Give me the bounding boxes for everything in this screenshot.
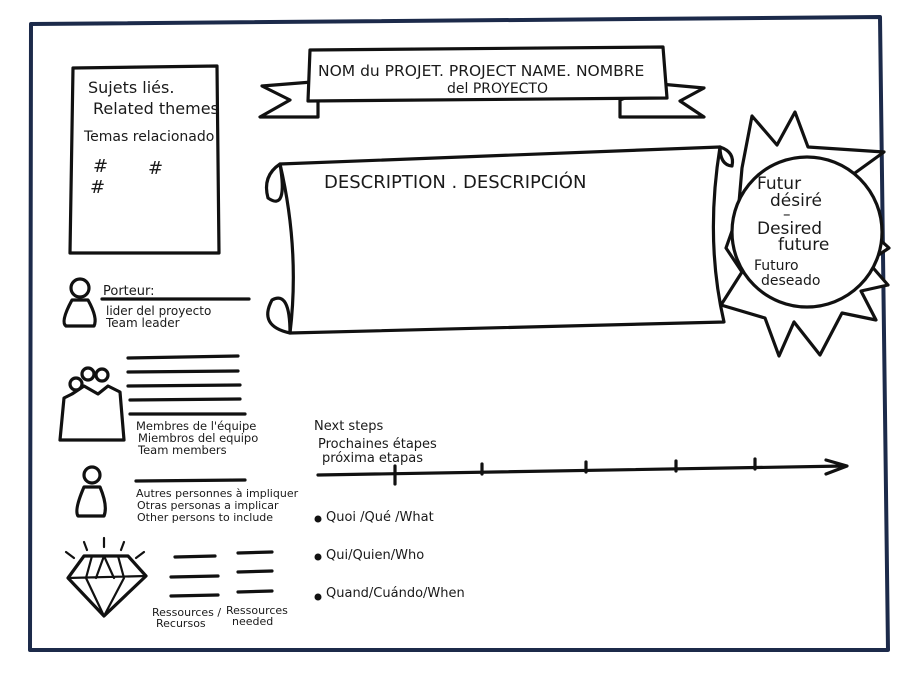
others-label-es: Otras personas a implicar — [137, 499, 279, 512]
topics-line-es: Temas relacionado — [83, 129, 214, 145]
sun-text-1: Futur — [757, 174, 801, 194]
bullet-icon — [314, 593, 322, 601]
step-who-label: Qui/Quien/Who — [326, 548, 424, 563]
bullet-icon — [314, 553, 322, 561]
leader-sub-es: lider del proyecto — [106, 304, 211, 318]
project-name-banner: NOM du PROJET. PROJECT NAME. NOMBRE del … — [258, 45, 706, 119]
leader-label: Porteur: — [103, 284, 155, 299]
sheet-frame — [28, 15, 890, 652]
topics-line-en: Related themes — [93, 99, 219, 118]
step-what-label: Quoi /Qué /What — [326, 510, 434, 525]
step-who: Qui/Quien/Who — [314, 548, 424, 563]
next-steps-section: Next steps Prochaines étapes próxima eta… — [314, 419, 849, 601]
person-icon — [75, 465, 107, 518]
project-name-line2: del PROYECTO — [447, 81, 548, 97]
topic-hash-1: # — [93, 156, 108, 177]
topic-hash-2: # — [148, 158, 163, 179]
resources-section: Ressources / Recursos Ressources needed — [64, 536, 288, 630]
timeline-arrow — [316, 457, 849, 486]
others-label-fr: Autres personnes à impliquer — [136, 487, 299, 500]
steps-label-es: próxima etapas — [322, 451, 423, 466]
topics-line-fr: Sujets liés. — [88, 78, 174, 97]
description-title: DESCRIPTION . DESCRIPCIÓN — [324, 171, 586, 193]
resources-needed-2: needed — [232, 615, 273, 628]
desired-future-sun: Futur désiré – Desired future Futuro des… — [719, 110, 891, 358]
step-when-label: Quand/Cuándo/When — [326, 586, 465, 601]
others-label-en: Other persons to include — [137, 511, 273, 524]
steps-label-fr: Prochaines étapes — [318, 437, 437, 452]
topic-hash-3: # — [90, 177, 105, 198]
team-label-fr: Membres de l'équipe — [136, 419, 256, 433]
group-icon — [58, 366, 126, 442]
person-icon — [62, 277, 97, 328]
step-when: Quand/Cuándo/When — [314, 586, 465, 601]
sun-text-6: Futuro — [754, 258, 799, 274]
other-persons-section: Autres personnes à impliquer Otras perso… — [75, 465, 299, 524]
sun-text-7: deseado — [761, 273, 820, 289]
resources-label-es: Recursos — [156, 617, 206, 630]
step-what: Quoi /Qué /What — [314, 510, 434, 525]
sun-text-2: désiré — [770, 191, 822, 211]
related-topics-box: Sujets liés. Related themes Temas relaci… — [68, 64, 221, 255]
steps-label-en: Next steps — [314, 419, 384, 434]
sun-text-3: – — [783, 205, 791, 223]
team-members-section: Membres de l'équipe Miembros del equipo … — [58, 354, 258, 457]
sun-text-4: Desired — [757, 219, 822, 239]
resources-label-fr: Ressources / — [152, 606, 221, 619]
team-label-en: Team members — [137, 443, 227, 457]
bullet-icon — [314, 515, 322, 523]
resources-needed-1: Ressources — [226, 604, 288, 617]
team-leader-section: Porteur: lider del proyecto Team leader — [62, 277, 251, 330]
project-name-line1: NOM du PROJET. PROJECT NAME. NOMBRE — [318, 62, 644, 80]
diamond-icon — [64, 536, 148, 618]
leader-sub-en: Team leader — [105, 316, 180, 330]
team-label-es: Miembros del equipo — [138, 431, 258, 445]
sun-text-5: future — [778, 235, 829, 255]
description-scroll: DESCRIPTION . DESCRIPCIÓN — [264, 145, 735, 335]
